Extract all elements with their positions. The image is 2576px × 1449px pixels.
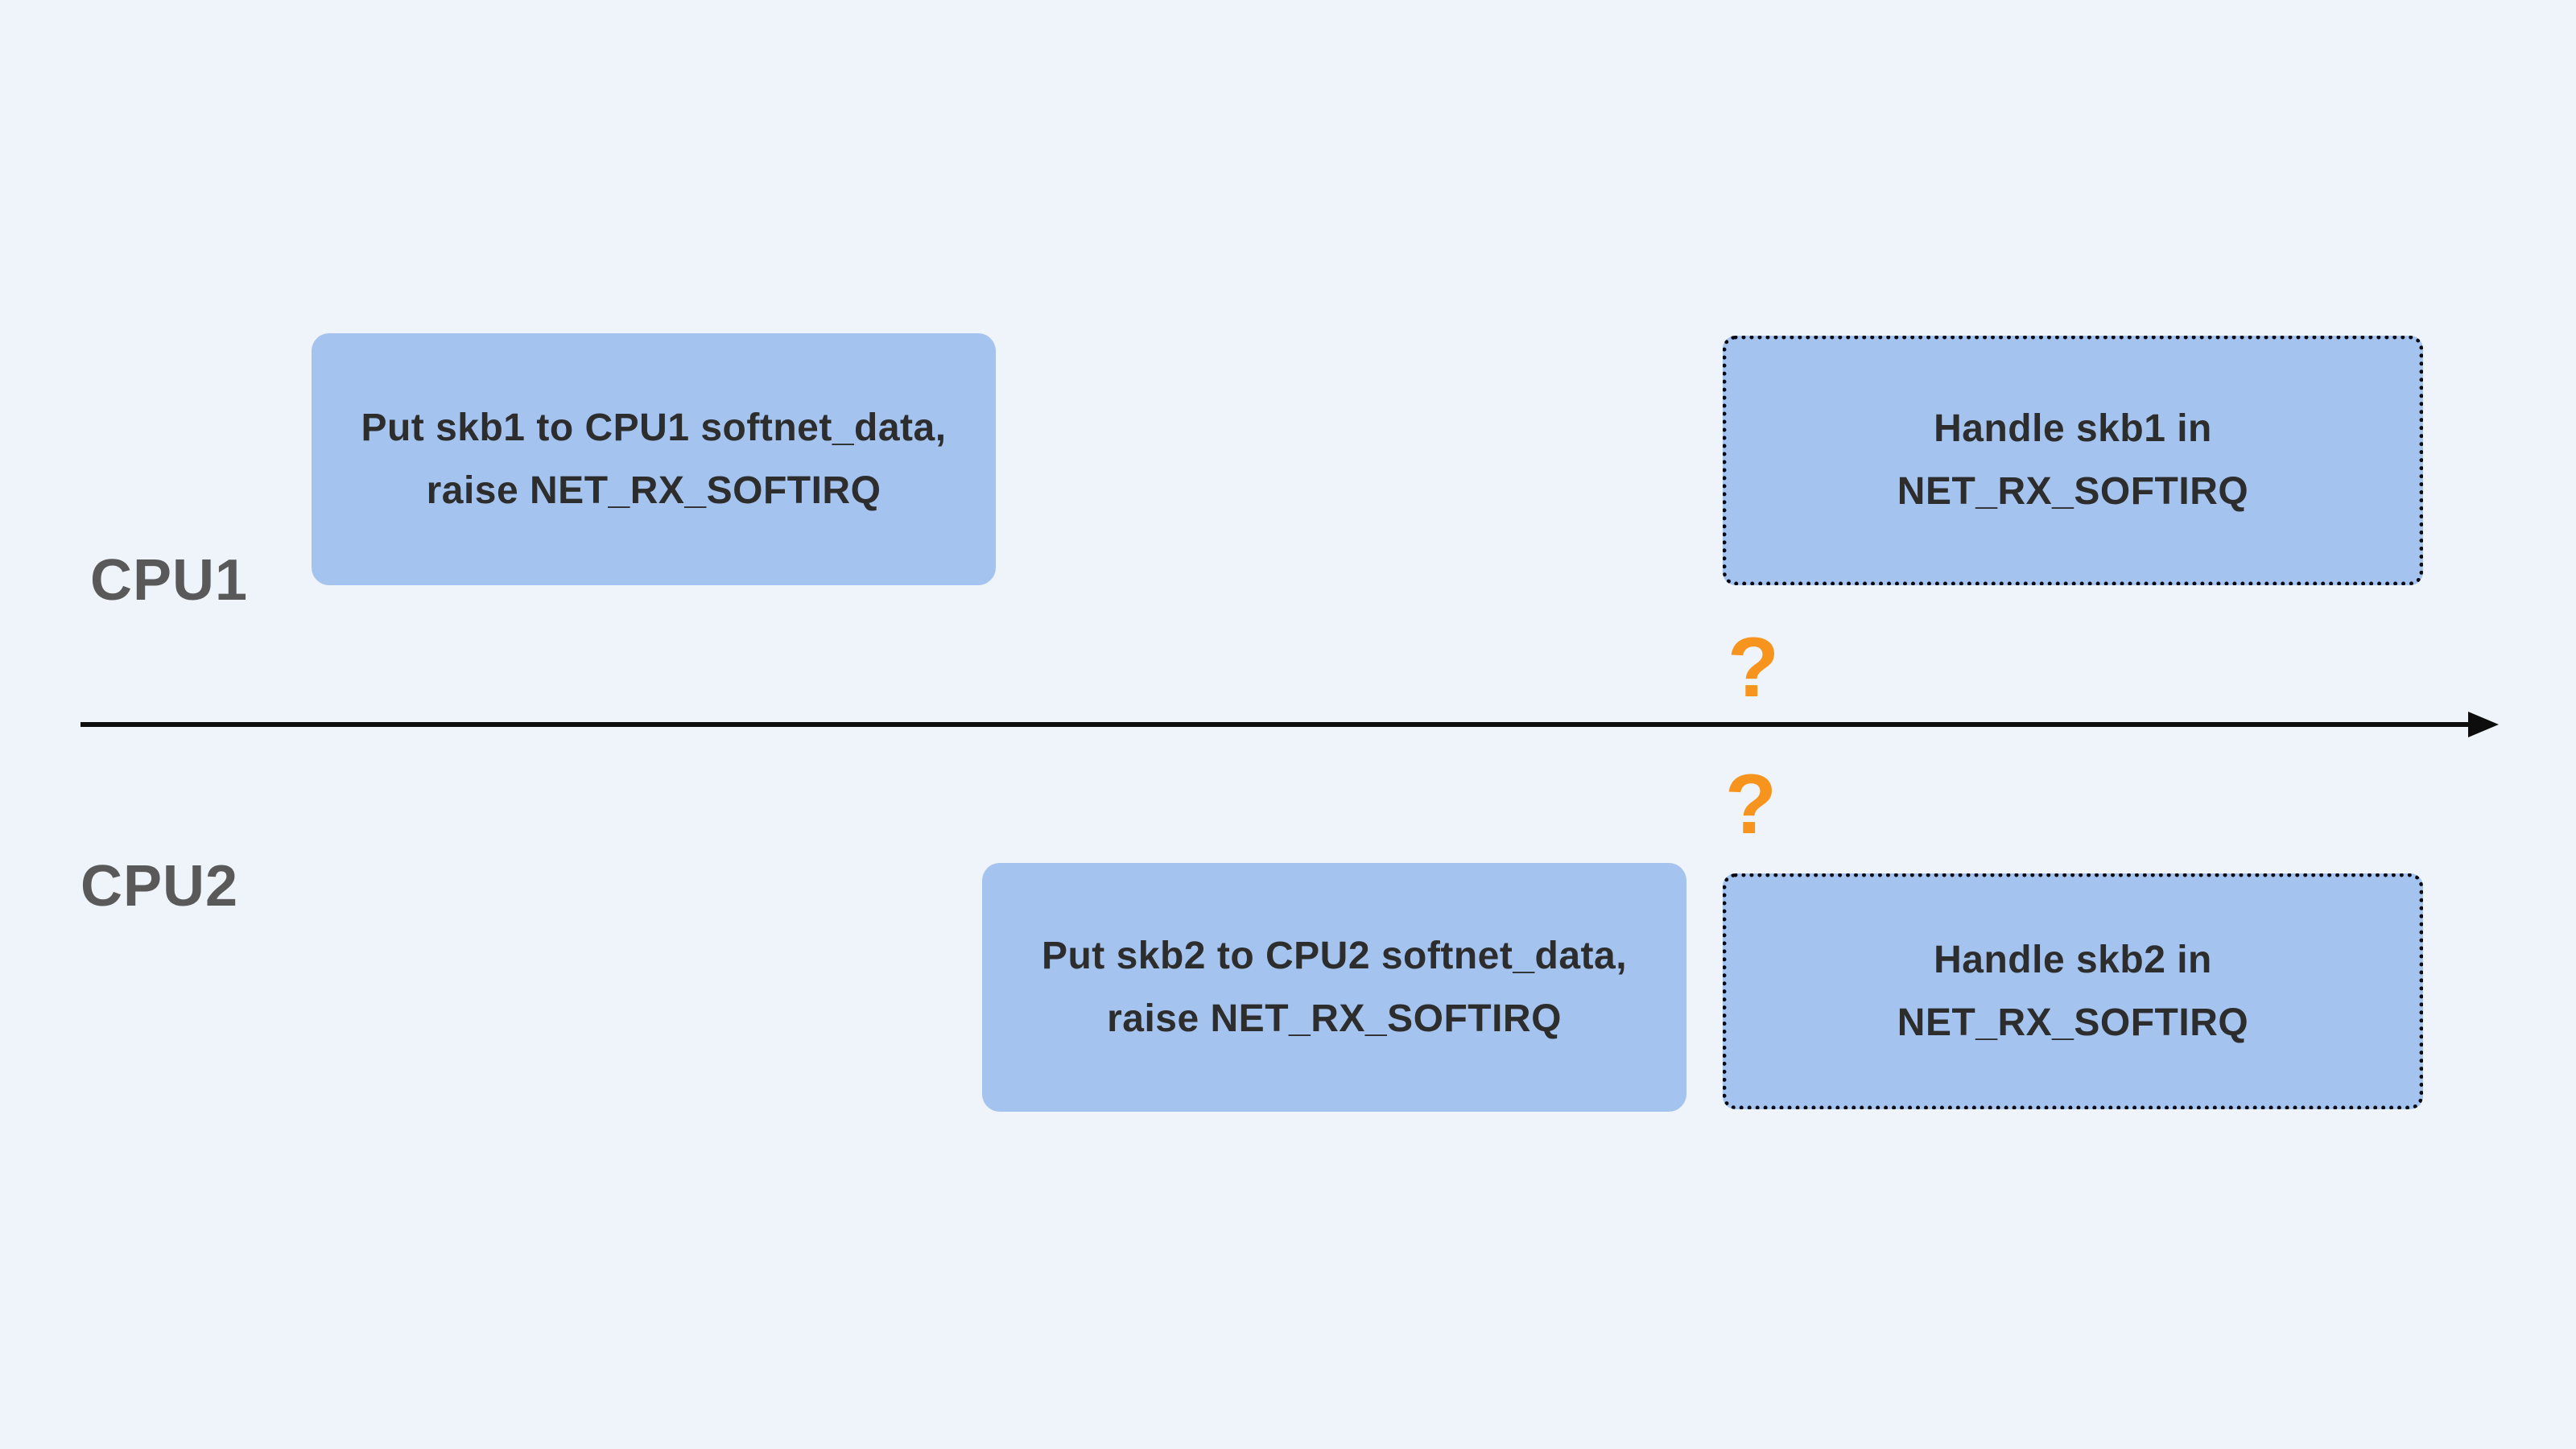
box-cpu2-handle-line1: Handle skb2 in	[1934, 938, 2212, 981]
box-cpu1-handle-line2: NET_RX_SOFTIRQ	[1897, 470, 2249, 513]
timeline-arrowhead-icon	[2468, 712, 2499, 737]
box-cpu2-handle-line2: NET_RX_SOFTIRQ	[1897, 1001, 2249, 1044]
box-cpu1-enqueue: Put skb1 to CPU1 softnet_data, raise NET…	[312, 333, 996, 585]
box-cpu1-enqueue-line2: raise NET_RX_SOFTIRQ	[426, 469, 881, 512]
box-cpu2-handle: Handle skb2 in NET_RX_SOFTIRQ	[1723, 873, 2423, 1109]
box-cpu1-enqueue-line1: Put skb1 to CPU1 softnet_data,	[361, 406, 947, 449]
box-cpu2-enqueue: Put skb2 to CPU2 softnet_data, raise NET…	[982, 863, 1686, 1112]
box-cpu2-enqueue-line2: raise NET_RX_SOFTIRQ	[1107, 997, 1562, 1040]
question-mark-top: ?	[1727, 621, 1780, 715]
box-cpu1-handle: Handle skb1 in NET_RX_SOFTIRQ	[1723, 336, 2423, 585]
box-cpu2-enqueue-line1: Put skb2 to CPU2 softnet_data,	[1041, 934, 1628, 977]
cpu1-label: CPU1	[90, 548, 249, 613]
question-mark-bottom: ?	[1724, 758, 1777, 852]
box-cpu1-handle-line1: Handle skb1 in	[1934, 407, 2212, 450]
cpu2-label: CPU2	[80, 854, 239, 919]
